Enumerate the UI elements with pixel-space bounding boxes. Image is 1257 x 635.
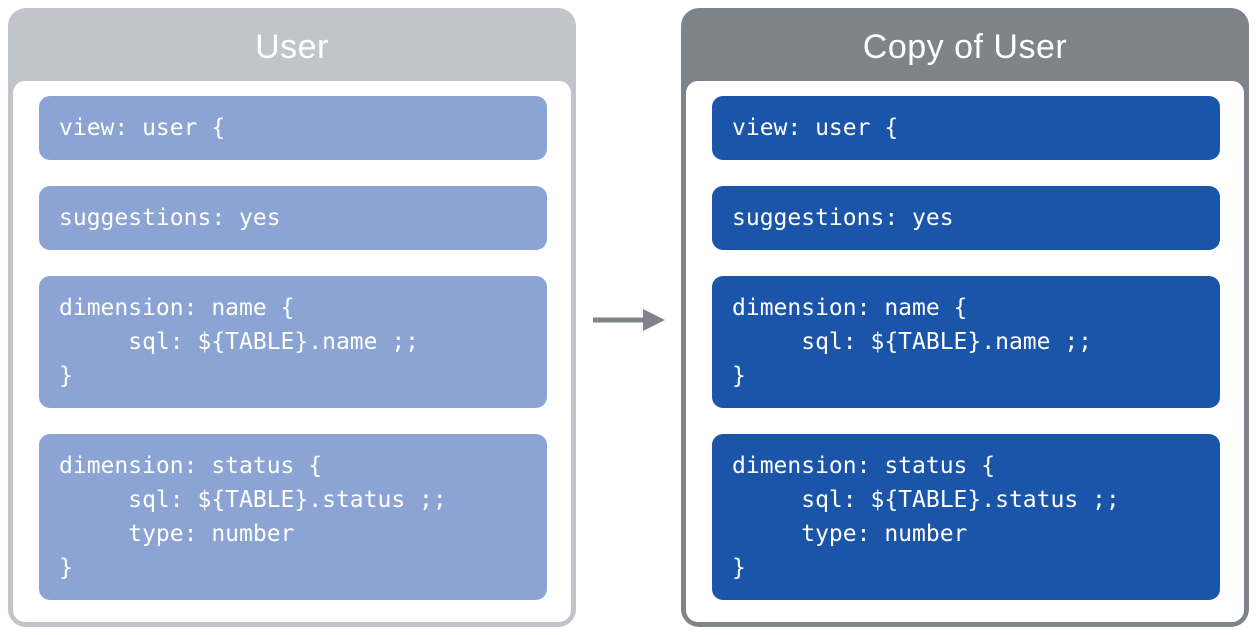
code-line: type: number (59, 521, 295, 547)
panel-copy-of-user-body: view: user { suggestions: yes dimension:… (686, 81, 1244, 622)
code-block-view: view: user { (39, 96, 547, 160)
code-line: } (732, 363, 746, 389)
panel-copy-of-user-title: Copy of User (862, 28, 1068, 66)
code-line: } (732, 555, 746, 581)
panel-copy-of-user-header: Copy of User (686, 13, 1244, 81)
arrow-right-icon (592, 307, 665, 333)
code-line: dimension: name { (732, 295, 968, 321)
panel-user-body: view: user { suggestions: yes dimension:… (13, 81, 571, 622)
code-line: } (59, 363, 73, 389)
code-line: view: user { (732, 115, 899, 141)
panel-user-header: User (13, 13, 571, 81)
code-line: view: user { (59, 115, 226, 141)
code-line: sql: ${TABLE}.name ;; (59, 329, 420, 355)
panel-copy-of-user: Copy of User view: user { suggestions: y… (681, 8, 1249, 627)
code-line: suggestions: yes (59, 205, 281, 231)
panel-user: User view: user { suggestions: yes dimen… (8, 8, 576, 627)
code-block-dimension-status: dimension: status { sql: ${TABLE}.status… (39, 434, 547, 600)
code-line: dimension: status { (732, 453, 996, 479)
code-line: type: number (732, 521, 968, 547)
code-line: sql: ${TABLE}.status ;; (732, 487, 1120, 513)
code-block-dimension-name: dimension: name { sql: ${TABLE}.name ;; … (712, 276, 1220, 408)
code-block-view: view: user { (712, 96, 1220, 160)
arrow-column (576, 8, 681, 627)
code-block-dimension-status: dimension: status { sql: ${TABLE}.status… (712, 434, 1220, 600)
code-line: dimension: name { (59, 295, 295, 321)
code-line: suggestions: yes (732, 205, 954, 231)
code-block-dimension-name: dimension: name { sql: ${TABLE}.name ;; … (39, 276, 547, 408)
code-line: dimension: status { (59, 453, 323, 479)
code-line: } (59, 555, 73, 581)
code-line: sql: ${TABLE}.status ;; (59, 487, 447, 513)
code-block-suggestions: suggestions: yes (712, 186, 1220, 250)
code-block-suggestions: suggestions: yes (39, 186, 547, 250)
code-line: sql: ${TABLE}.name ;; (732, 329, 1093, 355)
panel-user-title: User (255, 28, 329, 66)
